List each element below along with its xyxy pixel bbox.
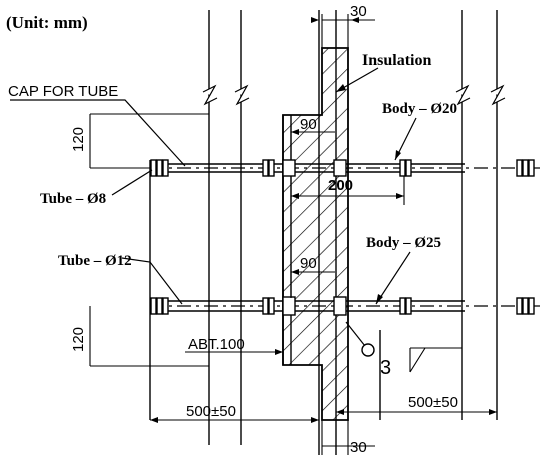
body-lower-label: Body – Ø25 — [366, 235, 441, 251]
dim-lower-120: 120 — [70, 327, 87, 352]
unit-label: (Unit: mm) — [6, 13, 88, 32]
dim-200: 200 — [328, 177, 353, 194]
dimension-arrows — [150, 17, 497, 423]
dimension-lines — [89, 14, 497, 455]
drawing-labels: (Unit: mm) Insulation CAP FOR TUBE Body … — [6, 3, 458, 456]
callout-3: 3 — [361, 343, 391, 379]
cap-for-tube-label: CAP FOR TUBE — [8, 83, 118, 100]
tube-lower-label: Tube – Ø12 — [58, 253, 132, 269]
body-upper-label: Body – Ø20 — [382, 101, 457, 117]
upper-pipe — [150, 159, 535, 177]
leader-lines — [10, 67, 417, 347]
lower-pipe — [150, 296, 535, 316]
callout-number: 3 — [380, 357, 391, 379]
insulation-label: Insulation — [362, 52, 431, 69]
dim-right-500: 500±50 — [408, 394, 458, 411]
dim-lower-90: 90 — [300, 255, 317, 272]
dim-bottom-30: 30 — [350, 439, 367, 456]
tube-upper-label: Tube – Ø8 — [40, 191, 106, 207]
dim-top-30: 30 — [350, 3, 367, 20]
dim-upper-90: 90 — [300, 116, 317, 133]
dim-upper-120: 120 — [70, 127, 87, 152]
dim-abt-100: ABT.100 — [188, 336, 245, 353]
break-symbols — [202, 84, 506, 106]
leader-arrows — [336, 84, 401, 304]
dim-left-500: 500±50 — [186, 403, 236, 420]
wall-section — [282, 47, 349, 421]
